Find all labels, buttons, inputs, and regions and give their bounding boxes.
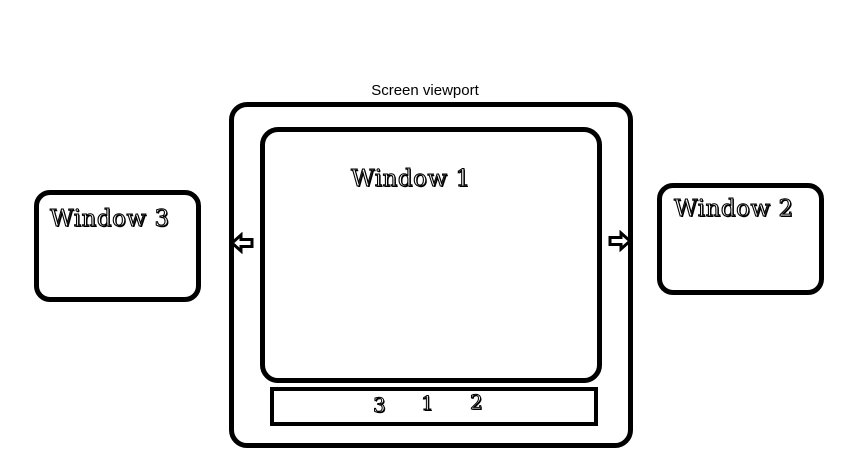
window-1-title: Window 1 [350, 165, 471, 192]
arrow-right-icon[interactable] [606, 230, 632, 252]
taskbar [270, 387, 598, 426]
window-2-title: Window 2 [673, 195, 794, 222]
window-2[interactable] [657, 183, 824, 295]
viewport-caption: Screen viewport [371, 82, 479, 99]
window-3[interactable] [34, 190, 201, 302]
taskbar-item-window-2[interactable]: 2 [470, 390, 484, 415]
arrow-left-icon[interactable] [230, 232, 256, 254]
window-1[interactable] [260, 127, 602, 383]
taskbar-item-window-3[interactable]: 3 [373, 393, 387, 418]
window-3-title: Window 3 [49, 205, 170, 232]
taskbar-item-window-1[interactable]: 1 [421, 391, 435, 416]
